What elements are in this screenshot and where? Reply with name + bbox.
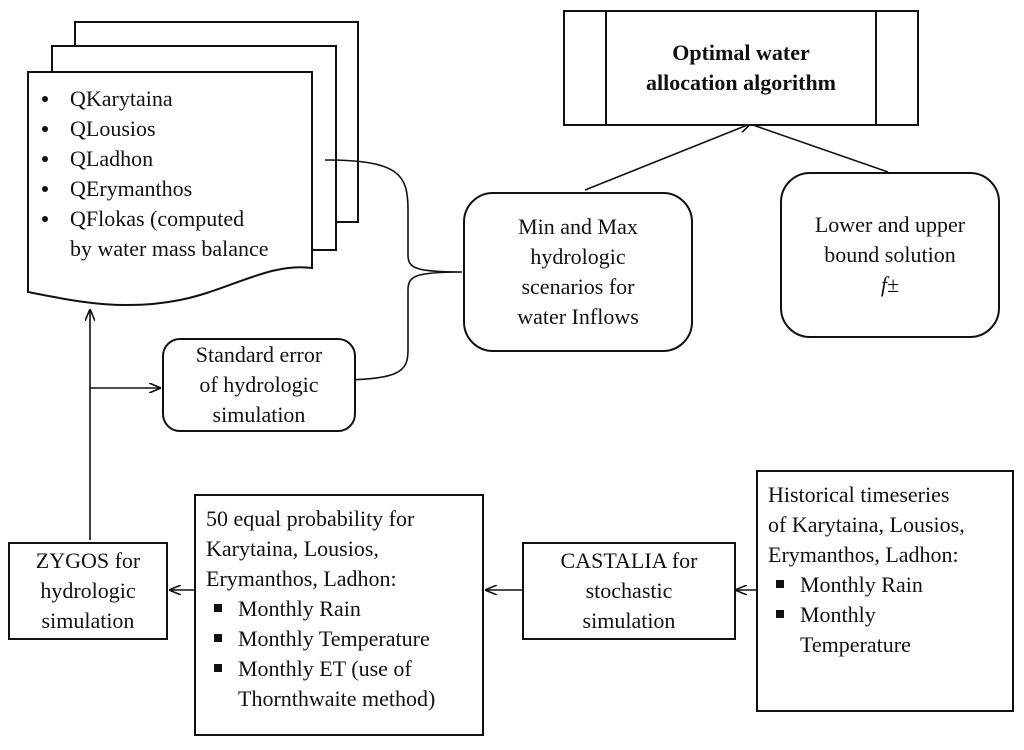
document-page-front bbox=[27, 71, 313, 307]
castalia-line-2: stochastic bbox=[585, 578, 673, 603]
flows-list: QKarytaina QLousios QLadhon QErymanthos … bbox=[34, 84, 310, 264]
flow-item: QLadhon bbox=[34, 144, 310, 174]
probability-item-line: Monthly Temperature bbox=[238, 626, 430, 651]
probability-item: Monthly Temperature bbox=[206, 624, 472, 654]
historical-item: Monthly Temperature bbox=[768, 600, 1002, 660]
flow-item: QLousios bbox=[34, 114, 310, 144]
probability-heading-line-2: Karytaina, Lousios, bbox=[206, 536, 379, 561]
historical-item-line-continued: Temperature bbox=[800, 632, 911, 657]
algorithm-box: Optimal water allocation algorithm bbox=[563, 10, 919, 126]
historical-item: Monthly Rain bbox=[768, 570, 1002, 600]
standard-error-line-2: of hydrologic bbox=[199, 372, 319, 397]
line-bounds-to-algorithm bbox=[749, 123, 889, 173]
probability-item-line: Monthly Rain bbox=[238, 596, 361, 621]
scenarios-line-4: water Inflows bbox=[517, 304, 639, 329]
probability-item-line: Monthly ET (use of bbox=[238, 656, 412, 681]
algorithm-title: Optimal water allocation algorithm bbox=[646, 38, 836, 98]
flow-item: QErymanthos bbox=[34, 174, 310, 204]
scenarios-box: Min and Max hydrologic scenarios for wat… bbox=[463, 192, 693, 352]
flow-item-line: QErymanthos bbox=[70, 176, 193, 201]
zygos-line-1: ZYGOS for bbox=[35, 548, 141, 573]
arrow-scenarios-to-algorithm bbox=[584, 124, 750, 191]
castalia-line-3: simulation bbox=[582, 608, 676, 633]
algorithm-title-line-2: allocation algorithm bbox=[645, 70, 837, 95]
bounds-symbol: f± bbox=[880, 272, 900, 297]
flow-item-line: QKarytaina bbox=[70, 86, 173, 111]
flow-item-line: QLadhon bbox=[70, 146, 154, 171]
flow-item: QKarytaina bbox=[34, 84, 310, 114]
probability-item: Monthly ET (use of Thornthwaite method) bbox=[206, 654, 472, 714]
probability-heading-line-3: Erymanthos, Ladhon: bbox=[206, 566, 397, 591]
scenarios-line-1: Min and Max bbox=[518, 214, 638, 239]
document-stack-back bbox=[27, 21, 359, 307]
probability-box: 50 equal probability for Karytaina, Lous… bbox=[194, 494, 484, 736]
algorithm-box-left-bar bbox=[605, 12, 607, 124]
probability-list: Monthly Rain Monthly Temperature Monthly… bbox=[206, 594, 472, 714]
historical-item-line: Monthly bbox=[800, 602, 876, 627]
zygos-line-3: simulation bbox=[41, 608, 135, 633]
bounds-line-2: bound solution bbox=[824, 242, 956, 267]
algorithm-box-right-bar bbox=[875, 12, 877, 124]
standard-error-line-1: Standard error bbox=[195, 342, 323, 367]
bounds-box: Lower and upper bound solution f± bbox=[780, 172, 1000, 338]
merge-brace bbox=[324, 159, 463, 381]
historical-heading-line-1: Historical timeseries bbox=[768, 482, 950, 507]
flow-item-line: QFlokas (computed bbox=[70, 206, 245, 231]
flows-document-text: QKarytaina QLousios QLadhon QErymanthos … bbox=[34, 84, 310, 274]
historical-heading-line-2: of Karytaina, Lousios, bbox=[768, 512, 965, 537]
historical-heading-line-3: Erymanthos, Ladhon: bbox=[768, 542, 959, 567]
scenarios-line-2: hydrologic bbox=[530, 244, 626, 269]
flow-item-line: QLousios bbox=[70, 116, 156, 141]
probability-item: Monthly Rain bbox=[206, 594, 472, 624]
flow-item: QFlokas (computed by water mass balance bbox=[34, 204, 310, 264]
historical-list: Monthly Rain Monthly Temperature bbox=[768, 570, 1002, 660]
bounds-line-1: Lower and upper bbox=[814, 212, 966, 237]
probability-item-line-continued: Thornthwaite method) bbox=[238, 686, 436, 711]
probability-heading-line-1: 50 equal probability for bbox=[206, 506, 415, 531]
zygos-line-2: hydrologic bbox=[40, 578, 136, 603]
historical-box: Historical timeseries of Karytaina, Lous… bbox=[756, 470, 1014, 712]
standard-error-box: Standard error of hydrologic simulation bbox=[162, 338, 356, 432]
standard-error-line-3: simulation bbox=[212, 402, 306, 427]
castalia-box: CASTALIA for stochastic simulation bbox=[522, 542, 736, 640]
scenarios-line-3: scenarios for bbox=[521, 274, 635, 299]
historical-item-line: Monthly Rain bbox=[800, 572, 923, 597]
flow-item-line-continued: by water mass balance bbox=[70, 236, 269, 261]
algorithm-title-line-1: Optimal water bbox=[672, 40, 810, 65]
zygos-box: ZYGOS for hydrologic simulation bbox=[8, 542, 168, 640]
castalia-line-1: CASTALIA for bbox=[560, 548, 698, 573]
